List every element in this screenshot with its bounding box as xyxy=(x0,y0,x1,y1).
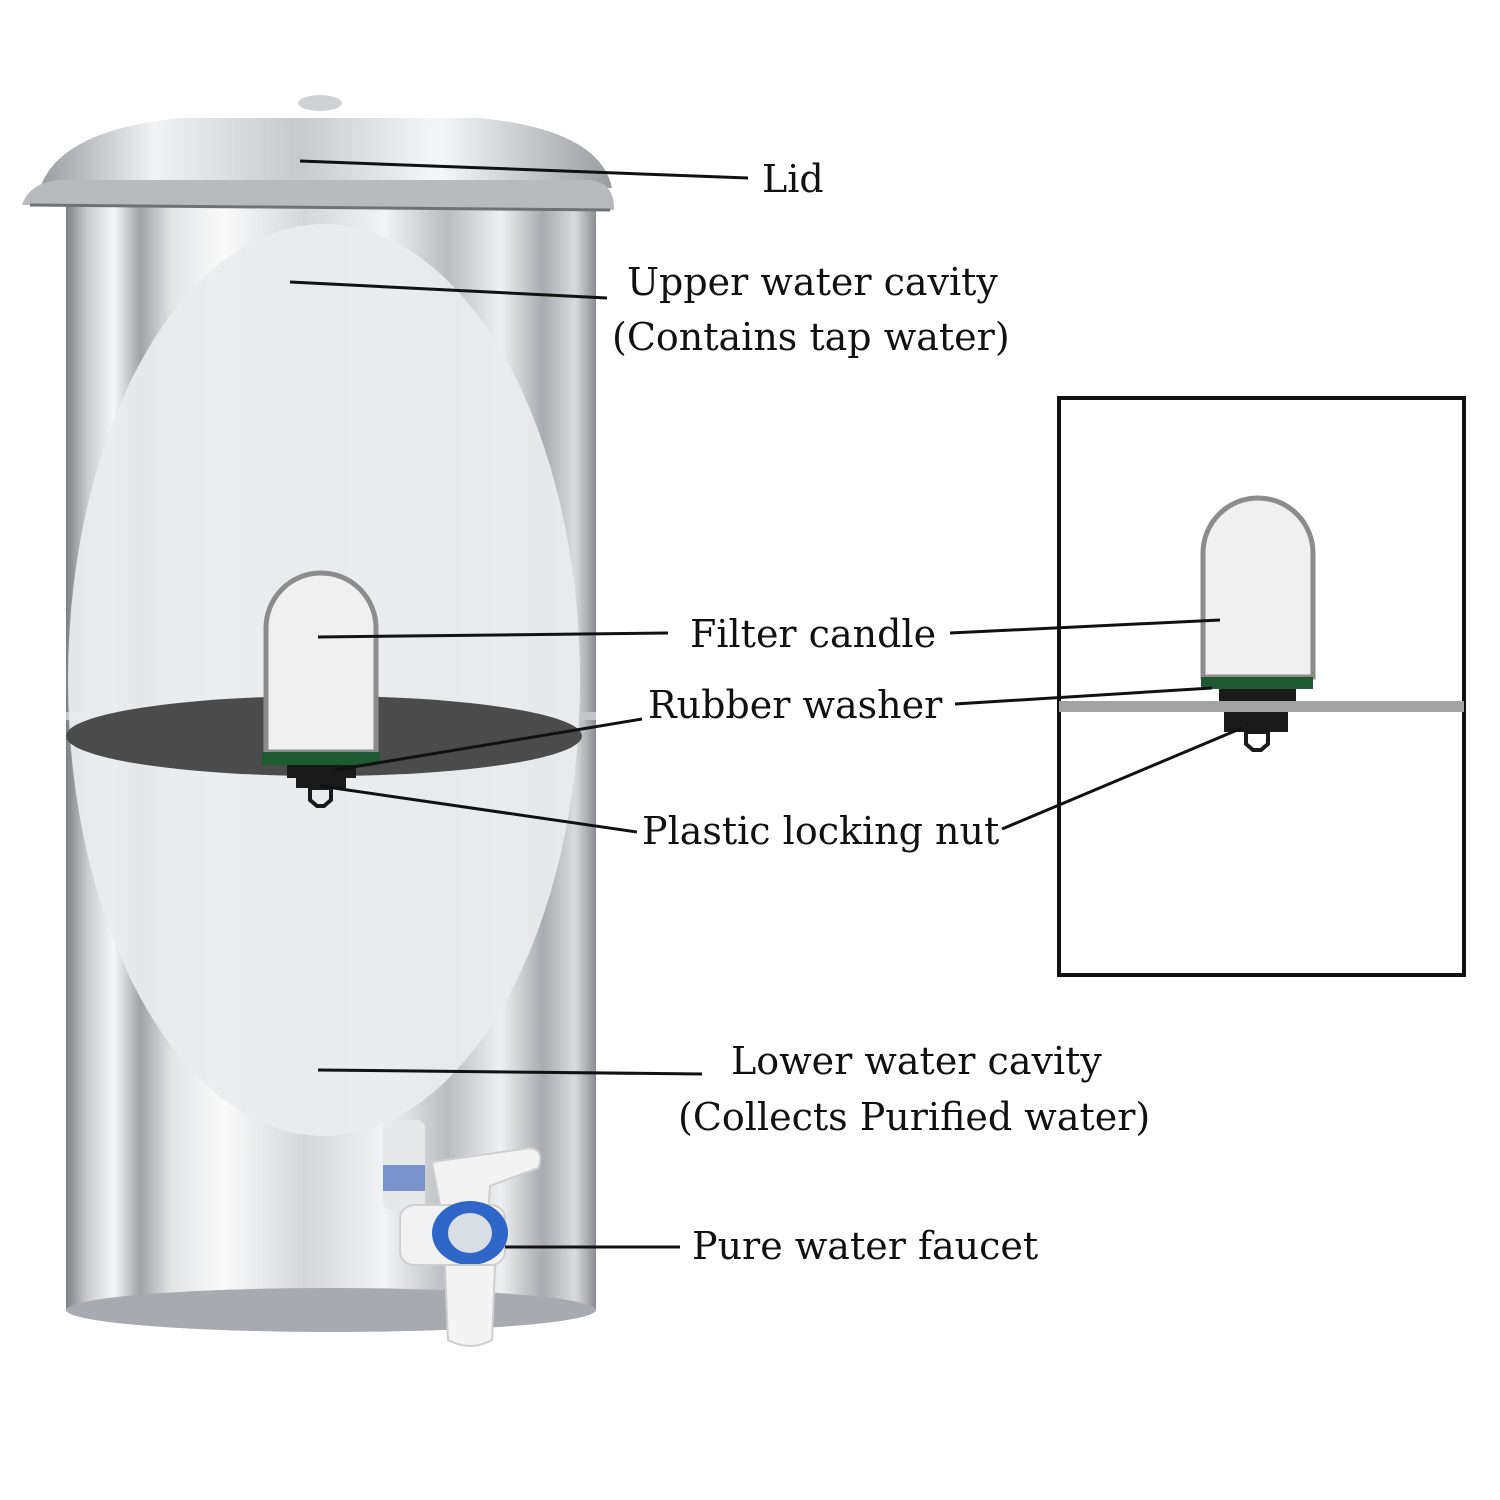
leader-filter-candle xyxy=(317,631,669,639)
leader-rubber-washer xyxy=(334,717,643,772)
detail-nut-stem xyxy=(1244,730,1270,752)
label-upper-cavity-title: Upper water cavity xyxy=(627,260,998,304)
label-lid: Lid xyxy=(762,157,824,201)
leader-filter-candle-detail xyxy=(949,618,1221,635)
leader-lines xyxy=(289,159,1243,1249)
label-upper-cavity-note: (Contains tap water) xyxy=(612,315,1010,359)
label-lower-cavity-title: Lower water cavity xyxy=(731,1039,1102,1083)
lid-rim-edge xyxy=(29,203,611,212)
detail-inset xyxy=(1057,396,1466,977)
rubber-washer xyxy=(262,752,380,765)
candle-body xyxy=(263,570,379,755)
lid-knob xyxy=(298,95,342,111)
faucet-back-ring xyxy=(383,1165,425,1191)
detail-washer-base xyxy=(1219,689,1296,701)
faucet-ring-center xyxy=(448,1213,492,1253)
label-filter-candle: Filter candle xyxy=(690,612,936,656)
filter-candle xyxy=(262,570,380,808)
label-rubber-washer: Rubber washer xyxy=(648,683,943,727)
faucet-handle xyxy=(430,1146,542,1216)
label-faucet: Pure water faucet xyxy=(692,1224,1038,1268)
lid-dome xyxy=(40,118,612,188)
leader-locking-nut xyxy=(319,784,638,834)
leader-rubber-washer-detail xyxy=(954,686,1213,706)
detail-plate xyxy=(1059,701,1464,712)
detail-candle-body xyxy=(1200,495,1316,680)
label-lower-cavity-note: (Collects Purified water) xyxy=(678,1095,1150,1139)
label-locking-nut: Plastic locking nut xyxy=(642,809,999,853)
lid xyxy=(22,95,615,212)
leader-locking-nut-detail xyxy=(1001,726,1243,831)
detail-rubber-washer xyxy=(1201,677,1313,689)
faucet-spout xyxy=(443,1264,497,1347)
leader-upper-cavity xyxy=(289,280,608,300)
container-base xyxy=(66,1288,596,1332)
leader-lower-cavity xyxy=(317,1068,703,1076)
leader-lid xyxy=(299,159,749,180)
lid-rim xyxy=(22,180,615,210)
labels: Lid Upper water cavity (Contains tap wat… xyxy=(612,157,1150,1268)
faucet xyxy=(383,1120,542,1347)
detail-locking-nut xyxy=(1224,712,1288,732)
